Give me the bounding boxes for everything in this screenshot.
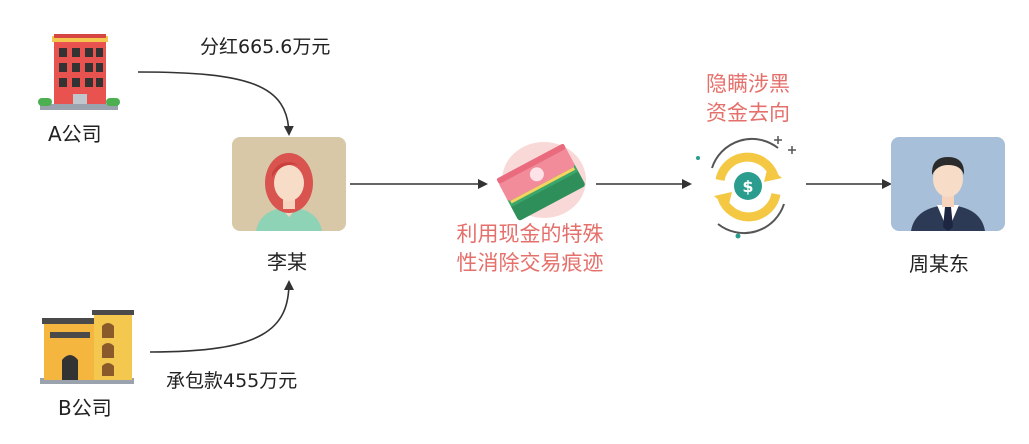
company-b-building-icon: [36, 308, 138, 386]
edge-label-contract-payment: 承包款455万元: [166, 370, 298, 392]
cash-annotation-line-2: 性消除交易痕迹: [456, 251, 604, 275]
arrow-a-to-li: [137, 71, 294, 136]
cash-money-icon: [492, 140, 592, 222]
li-label: 李某: [267, 250, 307, 274]
li-avatar: [232, 137, 346, 231]
company-a-building-icon: [34, 26, 124, 114]
company-b-label: B公司: [58, 396, 112, 420]
arrow-b-to-li: [149, 280, 294, 353]
cash-annotation-line-1: 利用现金的特殊: [456, 222, 604, 246]
svg-text:$: $: [742, 177, 753, 196]
zhou-label: 周某东: [909, 252, 969, 276]
launder-annotation-line-2: 资金去向: [706, 101, 790, 125]
zhou-avatar: [891, 137, 1005, 231]
edge-label-dividend: 分红665.6万元: [200, 36, 331, 58]
company-a-label: A公司: [48, 122, 102, 146]
launder-annotation-line-1: 隐瞒涉黑: [706, 72, 790, 96]
money-cycle-icon: $: [690, 128, 806, 244]
